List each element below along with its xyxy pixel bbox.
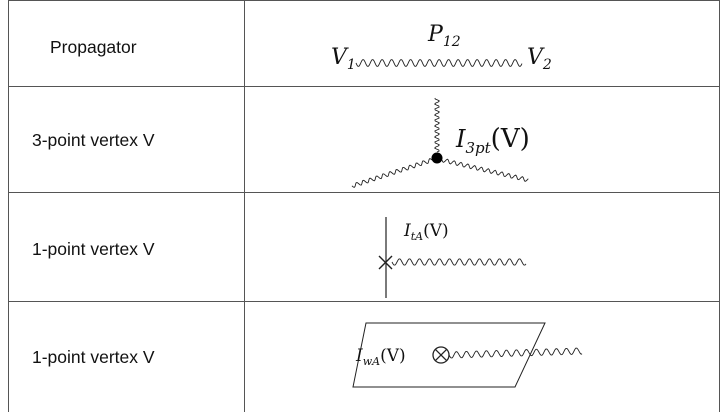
three-point-vertex-label: I3pt(V) xyxy=(455,124,530,157)
row-label-1pt-vertex-t: 1-point vertex V xyxy=(32,239,155,259)
cross-icon xyxy=(378,255,393,270)
otimes-icon xyxy=(432,346,450,364)
one-point-vertex-t-label: ItA(V) xyxy=(403,221,449,243)
vertex-dot xyxy=(431,152,443,164)
wavy-line-w xyxy=(448,347,583,359)
table-grid xyxy=(8,0,720,412)
tadpole-wavy-line xyxy=(391,258,527,266)
row-label-3pt-vertex: 3-point vertex V xyxy=(32,130,155,150)
propagator-label-v1: V1 xyxy=(331,45,356,73)
propagator-label-v2: V2 xyxy=(527,45,552,73)
three-point-vertex-diagram: I3pt(V) xyxy=(351,97,530,188)
parallelogram-frame xyxy=(352,322,546,388)
one-point-vertex-w-label: IwA(V) xyxy=(355,346,406,368)
vertex-wavy-line-up xyxy=(433,97,441,153)
row-label-1pt-vertex-w: 1-point vertex V xyxy=(32,347,155,367)
propagator-diagram: P12 V1 V2 xyxy=(331,22,552,73)
propagator-wavy-line xyxy=(355,58,523,68)
one-point-vertex-w-diagram: IwA(V) xyxy=(352,322,583,388)
vertex-wavy-line-left xyxy=(351,158,433,188)
row-label-propagator: Propagator xyxy=(50,37,137,57)
vertex-wavy-line-right xyxy=(441,158,529,182)
propagator-label-p: P12 xyxy=(427,22,461,50)
one-point-vertex-t-diagram: ItA(V) xyxy=(378,217,527,298)
